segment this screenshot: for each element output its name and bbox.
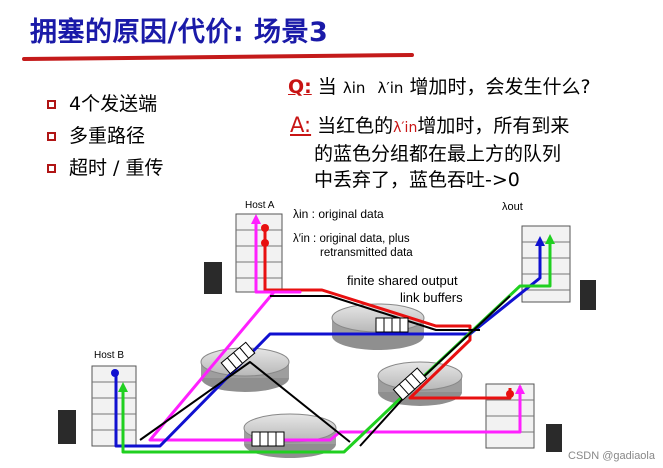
lambda-in-prime-label: λ′in : original data, plus [293, 233, 410, 245]
host-a-label: Host A [245, 200, 275, 211]
lambda-in-prime-desc: retransmitted data [320, 247, 413, 259]
host-b-label: Host B [94, 350, 124, 361]
buffer-bottom [252, 432, 284, 446]
host-a [204, 214, 282, 294]
flow-blue [116, 240, 540, 446]
flow-red-dot [261, 224, 269, 232]
buffer-top [376, 318, 408, 332]
watermark: CSDN @gadiaola [568, 450, 655, 462]
flow-red-dot [261, 239, 269, 247]
flow-red-dot [506, 390, 514, 398]
buffer-note-line1: finite shared output [347, 273, 458, 288]
host-top-right [522, 226, 596, 310]
flow-blue-dot [111, 369, 119, 377]
lambda-out-label: λout [502, 201, 523, 213]
lambda-in-label: λin : original data [293, 207, 384, 221]
host-bottom-right [486, 384, 562, 452]
buffer-note-line2: link buffers [400, 290, 463, 305]
